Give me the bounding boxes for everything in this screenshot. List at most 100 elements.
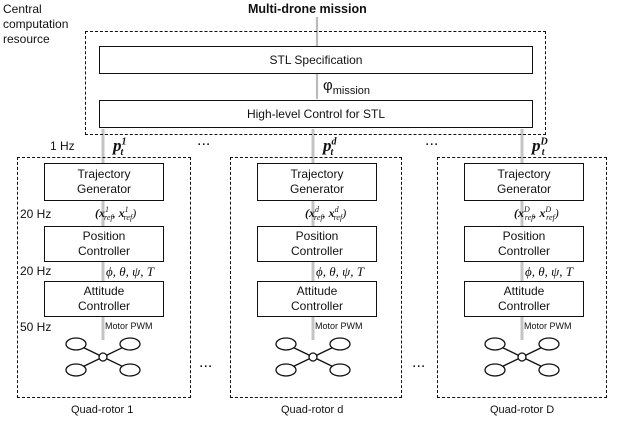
attitude-reference-label: ϕ, θ, ψ, T [316,264,364,279]
drone-hub [308,352,318,362]
trajectory-label-2: Generator [496,182,552,196]
rate-50hz: 50 Hz [20,320,52,334]
p-subscript: t [120,147,124,159]
ref-mid: , x [533,206,546,220]
phi-subscript: mission [332,85,371,97]
trajectory-label-2: Generator [289,182,345,196]
trajectory-label-1: Trajectory [290,167,344,181]
attitude-label-2: Controller [497,299,551,313]
attitude-reference-label: ϕ, θ, ψ, T [525,264,573,279]
position-label-1: Position [295,229,339,243]
trajectory-label-1: Trajectory [77,167,131,181]
attitude-reference-label: ϕ, θ, ψ, T [106,264,154,279]
p-vector-label: pdt [323,136,337,159]
attitude-label-2: Controller [77,299,131,313]
reference-state-label: (xdref, xdref) [305,205,346,222]
ref-sup-1: 1 [105,205,109,214]
central-label-line-2: computation [3,17,69,31]
ref-sup-2: d [334,205,339,214]
rate-1hz: 1 Hz [50,139,75,153]
quadrotor-icon [484,337,560,377]
quad-rotor-caption: Quad-rotor D [490,404,555,416]
ref-open: (x [514,206,524,220]
attitude-label-2: Controller [290,299,344,313]
attitude-label-1: Attitude [503,284,545,298]
p-letter: p [532,136,541,155]
drone-rotor [65,337,87,351]
ref-sup-2: D [545,205,552,214]
ref-sub-2: ref [333,213,343,223]
drone-rotor [65,363,87,377]
central-resource-label: Central computation resource [3,2,68,47]
position-label-2: Controller [497,244,551,258]
drone-rotor [484,363,506,377]
motor-pwm-label: Motor PWM [315,321,363,331]
drone-hub [98,352,108,362]
drone-rotor [275,337,297,351]
reference-state-label: (x1ref, x1ref) [95,205,136,222]
drone-rotor [484,337,506,351]
central-label-line-1: Central [3,2,42,16]
motor-pwm-label: Motor PWM [524,321,572,331]
high-level-control-box: High-level Control for STL [99,100,533,128]
stl-specification-label: STL Specification [269,52,363,67]
mission-title: Multi-drone mission [248,2,367,16]
ref-close: ) [554,206,559,220]
drone-hub [517,352,527,362]
ref-mid: , x [322,206,335,220]
ref-mid: , x [112,206,125,220]
high-level-control-label: High-level Control for STL [246,106,386,121]
ref-open: (x [95,206,105,220]
ref-open: (x [305,206,315,220]
drone-rotor [119,363,141,377]
reference-state-label: (xDref, xDref) [514,205,559,222]
p-vector-label: pDt [532,136,548,159]
position-label-1: Position [82,229,126,243]
ref-sub-1: ref [104,213,113,223]
stl-specification-box: STL Specification [99,46,533,74]
ref-sup-1: D [524,205,530,214]
attitude-label-1: Attitude [296,284,338,298]
quad-rotor-box [437,157,607,398]
position-label-2: Controller [290,244,344,258]
p-letter: p [323,136,332,155]
trajectory-label-1: Trajectory [497,167,551,181]
p-superscript: d [331,136,337,148]
quad-rotor-caption: Quad-rotor d [281,404,344,416]
quadrotor-icon [65,337,141,377]
p-letter: p [113,136,122,155]
drone-rotor [329,363,351,377]
ref-sub-1: ref [314,213,323,223]
drone-rotor [119,337,141,351]
p-vector-label: p1t [113,136,127,159]
central-label-line-3: resource [3,32,50,46]
quadrotor-icon [275,337,351,377]
quad-rotor-caption: Quad-rotor 1 [71,404,134,416]
position-label-2: Controller [77,244,131,258]
drone-rotor [275,363,297,377]
ref-sup-2: 1 [124,205,129,214]
trajectory-label-2: Generator [76,182,132,196]
ellipsis-bottom-right: ... [412,354,426,371]
p-superscript: 1 [121,136,127,148]
central-computation-box [85,31,546,135]
ref-close: ) [342,206,347,220]
motor-pwm-label: Motor PWM [105,321,153,331]
p-subscript: t [541,147,545,159]
p-subscript: t [330,147,334,159]
ellipsis-bottom-left: ... [199,354,213,371]
p-superscript: D [540,136,548,148]
phi-symbol: φ [323,77,333,94]
drone-rotor [329,337,351,351]
ref-sub-2: ref [546,213,555,223]
rate-20hz-trajectory: 20 Hz [20,207,52,221]
